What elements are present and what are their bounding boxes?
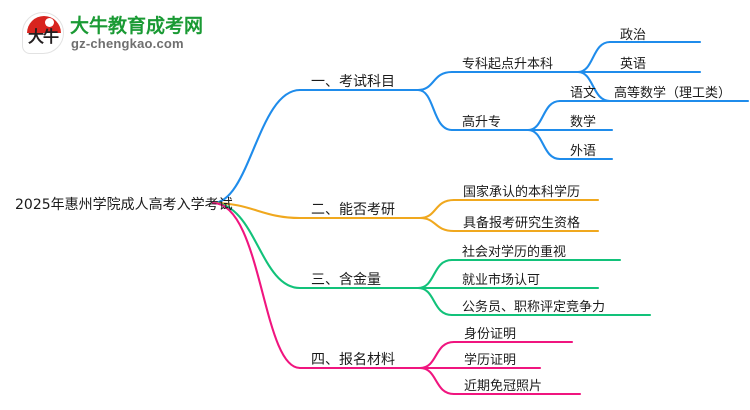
brand-url: gz-chengkao.com [71,36,184,51]
leaf-jiuye-shichang-renke[interactable]: 就业市场认可 [462,273,541,288]
leaf-gongwuyuan-zhicheng-pingding-jingzhengli[interactable]: 公务员、职称评定竞争力 [462,300,606,315]
leaf-shenfen-zhengming[interactable]: 身份证明 [464,327,517,342]
logo-white-dot [45,18,54,27]
site-logo[interactable]: 大牛 大牛教育成考网 gz-chengkao.com [22,10,222,58]
leaf-shuxue[interactable]: 数学 [570,115,597,130]
leaf-waiyu[interactable]: 外语 [570,144,597,159]
logo-mark-text: 大牛 [27,27,59,46]
leaf-guojia-chengren-benke-xueli[interactable]: 国家承认的本科学历 [463,185,581,200]
subnode-zhuanke-qidian-shengbenke[interactable]: 专科起点升本科 [462,57,554,72]
leaf-yuwen[interactable]: 语文 [570,86,597,101]
leaf-yingyu[interactable]: 英语 [620,57,647,72]
branch-node-application-materials[interactable]: 四、报名材料 [311,352,395,368]
leaf-jubei-baokao-yanjiusheng-zige[interactable]: 具备报考研究生资格 [463,216,581,231]
branch-node-postgraduate[interactable]: 二、能否考研 [311,202,395,218]
branch-node-gold-content[interactable]: 三、含金量 [311,272,381,288]
brand-name: 大牛教育成考网 [70,15,204,37]
leaf-jinqi-mianguan-zhaopian[interactable]: 近期免冠照片 [464,379,543,394]
branch-node-exam-subjects[interactable]: 一、考试科目 [311,74,395,90]
root-node[interactable]: 2025年惠州学院成人高考入学考试 [15,197,233,213]
leaf-xueli-zhengming[interactable]: 学历证明 [464,353,517,368]
leaf-shehui-dui-xueli-de-zhongshi[interactable]: 社会对学历的重视 [462,245,567,260]
daniu-speech-bubble-logo-icon: 大牛 [22,12,64,54]
subnode-gaosheng-zhuan[interactable]: 高升专 [462,115,502,130]
leaf-zhengzhi[interactable]: 政治 [620,28,647,43]
leaf-gaodeng-shuxue-ligong[interactable]: 高等数学（理工类） [614,86,732,101]
